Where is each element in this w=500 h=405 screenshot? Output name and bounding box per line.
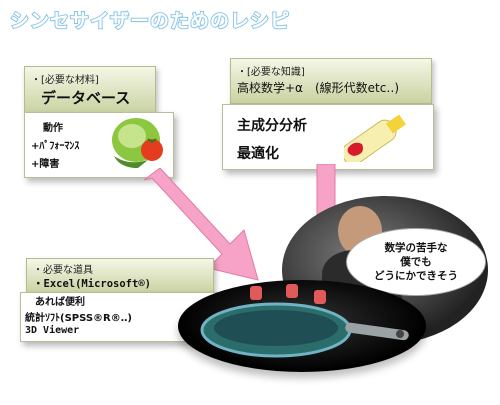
arrow-to-pan-left	[143, 168, 259, 281]
mayonnaise-icon	[344, 114, 406, 162]
knowledge-heading: 高校数学+α (線形代数etc‥)	[237, 81, 400, 95]
tools-item: 3D Viewer	[25, 325, 80, 336]
materials-item: 動作	[43, 123, 63, 134]
tools-item: 統計ｿﾌﾄ(SPSS®R®‥)	[25, 313, 132, 324]
bubble-line: 数学の苦手な	[384, 242, 448, 254]
materials-card-header: ・[必要な材料] データベース	[24, 66, 156, 114]
frying-pan-icon	[200, 284, 409, 358]
knowledge-card-header: ・[必要な知識] 高校数学+α (線形代数etc‥)	[230, 58, 432, 104]
materials-heading: データベース	[41, 89, 131, 107]
speech-bubble: 数学の苦手な 僕でも どうにかできそう	[346, 228, 486, 296]
tools-caption: ・必要な道具	[33, 265, 93, 276]
bubble-line: 僕でも	[400, 256, 432, 268]
knowledge-item: 最適化	[237, 146, 279, 162]
tools-item: あれば便利	[35, 297, 85, 308]
tools-card-header: ・必要な道具 ・Excel(Microsoft®)	[26, 258, 214, 294]
page-title: シンセサイザーのためのレシピ	[9, 9, 291, 33]
bubble-line: どうにかできそう	[374, 270, 458, 282]
vegetable-icon	[112, 118, 163, 168]
materials-item: +障害	[31, 159, 60, 170]
materials-caption: ・[必要な材料]	[31, 75, 99, 86]
knowledge-caption: ・[必要な知識]	[237, 67, 305, 78]
knowledge-item: 主成分分析	[237, 118, 307, 134]
materials-item: +ﾊﾟﾌｫｰﾏﾝｽ	[31, 141, 80, 152]
tools-item: ・Excel(Microsoft®)	[33, 278, 151, 290]
